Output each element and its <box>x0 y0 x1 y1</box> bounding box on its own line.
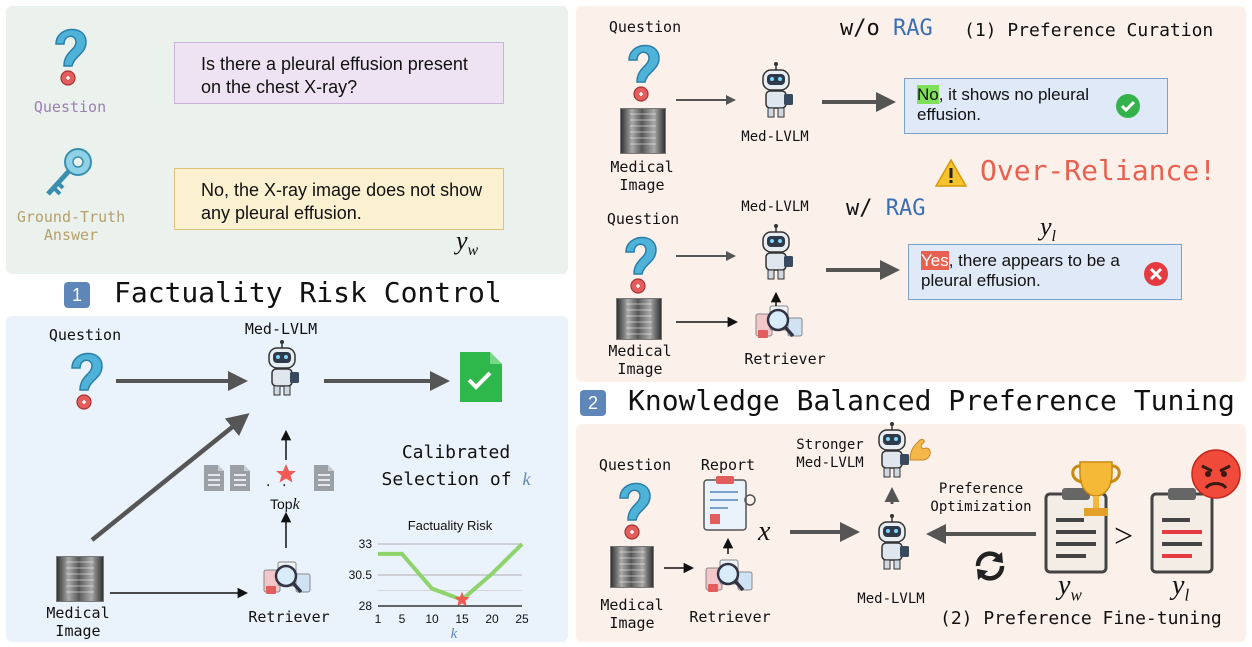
question-text: Is there a pleural effusion present on t… <box>201 54 468 97</box>
w-rag-word: RAG <box>885 196 926 221</box>
risk-question-label: Question <box>48 326 122 344</box>
w-prefix: w/ <box>846 196 886 221</box>
risk-medlvlm-label: Med-LVLM <box>244 320 318 338</box>
cross-icon <box>1144 262 1168 286</box>
rag-xray-image <box>620 108 666 154</box>
yes-word: Yes <box>921 251 949 270</box>
rag-medical-image-label: Medical Image <box>610 158 674 194</box>
x-tick-label: 5 <box>399 612 406 626</box>
tuning-retriever-label: Retriever <box>689 608 771 626</box>
retrieved-docs: . . <box>203 464 335 492</box>
warning-icon <box>934 158 968 187</box>
wo-prefix: w/o <box>840 16 893 41</box>
ground-truth-label: Ground-Truth Answer <box>16 208 126 244</box>
yw-sub: w <box>467 242 479 260</box>
yes-answer-bubble: Yes, there appears to be a pleural effus… <box>908 244 1182 300</box>
section-1-title: Factuality Risk Control <box>114 276 502 309</box>
chart-title: Factuality Risk <box>408 518 493 533</box>
x-tick-label: 10 <box>425 612 439 626</box>
report-icon <box>703 476 756 531</box>
no-rest: , it shows no pleural effusion. <box>917 85 1089 124</box>
verified-document-icon <box>460 352 502 402</box>
rag-medical-image-label-2: Medical Image <box>608 342 672 378</box>
w-rag-heading: w/ RAG <box>846 196 926 221</box>
tuning-yw-label: yw <box>1058 570 1082 606</box>
x-tick-label: 20 <box>485 612 499 626</box>
angry-face-icon <box>1191 449 1241 499</box>
calibrated-text: Calibrated Selection of <box>381 442 512 490</box>
risk-xray-image <box>56 556 104 602</box>
trophy-icon <box>1071 461 1121 516</box>
x-var: x <box>758 516 771 547</box>
topk-var: k <box>292 496 300 513</box>
x-tick-label: 25 <box>515 612 529 626</box>
tuning-question-label: Question <box>598 456 672 474</box>
tuning-yw-y: y <box>1058 570 1071 601</box>
risk-retriever-label: Retriever <box>248 608 330 626</box>
section-1-badge: 1 <box>64 282 90 308</box>
section-2-title: Knowledge Balanced Preference Tuning <box>628 384 1235 417</box>
section-2-badge: 2 <box>580 390 606 416</box>
yw-y: y <box>456 226 468 255</box>
rag-xray-image-2 <box>616 298 662 340</box>
question-bubble: Is there a pleural effusion present on t… <box>174 42 504 104</box>
flexed-arm-icon <box>909 439 931 461</box>
answer-text: No, the X-ray image does not show any pl… <box>201 180 483 223</box>
tuning-yl-label: yl <box>1172 570 1189 606</box>
check-icon <box>1116 94 1140 118</box>
question-label: Question <box>33 98 107 116</box>
key-icon <box>46 148 92 196</box>
svg-text:.: . <box>266 474 270 490</box>
rejected-clipboard-icon <box>1150 488 1214 574</box>
yl-y: y <box>1040 212 1052 241</box>
x-tick-label: 15 <box>455 612 469 626</box>
yes-rest: , there appears to be a pleural effusion… <box>921 251 1120 290</box>
x-tick-label: 1 <box>375 612 382 626</box>
wo-rag-word: RAG <box>892 16 933 41</box>
topk-label: Topk <box>270 496 300 514</box>
risk-medical-image-label: Medical Image <box>46 604 110 640</box>
refresh-icon <box>975 551 1005 581</box>
rag-medlvlm-label-1: Med-LVLM <box>741 129 809 145</box>
tuning-yw-sub: w <box>1070 585 1082 605</box>
no-word: No <box>917 85 939 104</box>
risk-series-line <box>378 542 524 602</box>
preference-finetuning-label: (2) Preference Fine-tuning <box>940 608 1222 629</box>
calibrated-var: k <box>522 469 531 489</box>
rag-question-label-2: Question <box>606 210 680 228</box>
yl-sub: l <box>1051 228 1056 246</box>
answer-bubble: No, the X-ray image does not show any pl… <box>174 168 504 230</box>
preference-optimization-label: Preference Optimization <box>930 481 1032 515</box>
greater-than-sign: > <box>1114 518 1134 555</box>
preference-curation-label: (1) Preference Curation <box>964 20 1214 41</box>
wo-rag-heading: w/o RAG <box>840 16 933 41</box>
y-tick-label: 33 <box>359 537 373 551</box>
tuning-yl-y: y <box>1172 570 1185 601</box>
topk-text: Top <box>270 496 293 512</box>
y-tick-label: 28 <box>359 599 373 613</box>
yw-label: yw <box>456 226 478 260</box>
rag-retriever-label: Retriever <box>744 350 826 368</box>
stronger-medlvlm-label: Stronger Med-LVLM <box>796 437 864 471</box>
rag-comparison-panel <box>576 6 1246 382</box>
optimal-k-star <box>454 591 470 607</box>
tuning-medical-image-label: Medical Image <box>600 596 664 632</box>
tuning-yl-sub: l <box>1184 585 1190 605</box>
calibrated-selection-label: Calibrated Selection of k <box>376 440 536 493</box>
svg-text:.: . <box>282 474 286 490</box>
rag-question-label: Question <box>608 18 682 36</box>
yl-label: yl <box>1040 212 1056 246</box>
y-tick-label: 30.5 <box>349 568 373 582</box>
rag-medlvlm-label-2: Med-LVLM <box>741 199 809 215</box>
tuning-xray-image <box>610 546 654 588</box>
tuning-medlvlm-label: Med-LVLM <box>857 591 925 607</box>
x-axis-label: k <box>451 626 458 640</box>
over-reliance-label: Over-Reliance! <box>980 154 1217 187</box>
report-label: Report <box>700 456 756 474</box>
